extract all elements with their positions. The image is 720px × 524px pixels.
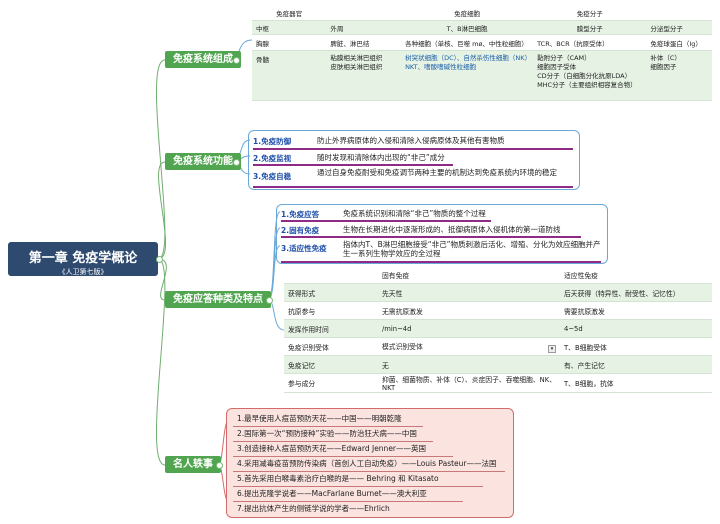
compare-row-innate: /min~4d [378, 319, 560, 338]
row-marrow-secreted: 补体（C） 细胞因子 [646, 50, 712, 101]
function-underline-1 [253, 148, 573, 150]
header-blank [326, 6, 402, 21]
people-divider [233, 486, 483, 487]
function-underline-2 [253, 164, 453, 166]
function-value-homeostasis: 通过自身免疫耐受和免疫调节两种主要的机制达到免疫系统内环境的稳定 [317, 168, 557, 177]
marrow-membrane-b: 细胞因子受体 [537, 63, 577, 71]
marrow-membrane-c: CD分子（白细胞分化抗原LDA） [537, 72, 632, 80]
response-key-adaptive[interactable]: 3.适应性免疫 [281, 244, 327, 253]
people-item-2[interactable]: 2.国际第一次“预防接种”实验——防治狂犬病——中国 [237, 429, 417, 438]
compare-row-label: 发挥作用时间 [284, 319, 378, 338]
response-box: 1.免疫应答 免疫系统识别和清除“非己”物质的整个过程 2.固有免疫 生物在长期… [276, 204, 608, 264]
compare-row-label: 抗原参与 [284, 301, 378, 320]
people-item-1[interactable]: 1.最早使用人痘苗预防天花——中国——明朝乾隆 [237, 414, 402, 423]
people-item-4[interactable]: 4.采用减毒疫苗预防传染病（首创人工自动免疫）——Louis Pasteur——… [237, 459, 497, 468]
compare-row-adaptive: 4~5d [560, 319, 712, 338]
row-marrow-label: 骨髓 [252, 50, 327, 101]
dropdown-arrow-icon[interactable]: ▾ [548, 344, 556, 353]
compare-row-adaptive: T、B细胞，抗体 [560, 373, 712, 393]
people-item-5[interactable]: 5.首先采用白喉毒素治疗白喉的是—— Behring 和 Kitasato [237, 474, 439, 483]
sub-membrane: 膜型分子 [533, 20, 647, 35]
people-item-7[interactable]: 7.提出抗体产生的侧链学说的学者——Ehrlich [237, 504, 390, 513]
row-thymus-label: 胸腺 [252, 34, 327, 51]
response-key-innate[interactable]: 2.固有免疫 [281, 226, 320, 235]
function-key-homeostasis[interactable]: 3.免疫自稳 [253, 172, 292, 181]
response-value-innate: 生物在长期进化中逐渐形成的、抵御病原体入侵机体的第一道防线 [343, 225, 561, 234]
compare-header-adaptive: 适应性免疫 [560, 266, 712, 284]
root-collapse-dot[interactable] [156, 256, 163, 263]
row-marrow-cells: 树突状细胞（DC）、自然杀伤性细胞（NK） NKT、嗜酸嗜碱性粒细胞 [401, 50, 534, 101]
function-box: 1.免疫防御 防止外界病原体的入侵和清除入侵病原体及其他有害物质 2.免疫监视 … [248, 130, 580, 190]
branch-function[interactable]: 免疫系统功能 [165, 153, 241, 170]
compare-row-adaptive: 需要抗原激发 [560, 301, 712, 320]
header-blank2 [646, 6, 712, 21]
sub-secreted: 分泌型分子 [646, 20, 712, 35]
header-molecules: 免疫分子 [533, 6, 647, 21]
response-value-immune: 免疫系统识别和清除“非己”物质的整个过程 [343, 209, 486, 218]
function-key-surveillance[interactable]: 2.免疫监视 [253, 154, 292, 163]
compare-header-blank [284, 266, 378, 284]
response-key-immune[interactable]: 1.免疫应答 [281, 210, 320, 219]
composition-collapse-dot[interactable] [233, 57, 240, 64]
compare-table: 固有免疫 适应性免疫 获得形式 先天性 后天获得（特异性、耐受性、记忆性） 抗原… [284, 266, 712, 393]
people-divider [233, 456, 453, 457]
compare-row-innate: 模式识别受体 [382, 342, 423, 351]
row-marrow-organ: 粘膜相关淋巴组织 皮肤相关淋巴组织 [326, 50, 402, 101]
compare-row-innate: 无 [378, 355, 560, 374]
compare-row-label: 获得形式 [284, 283, 378, 302]
root-subtitle: 《人卫第七版》 [58, 268, 108, 276]
compare-row-adaptive: T、B细胞受体 [560, 337, 712, 356]
compare-row-innate: 先天性 [378, 283, 560, 302]
compare-row-innate: 无需抗原激发 [378, 301, 560, 320]
people-divider [233, 426, 423, 427]
compare-row-label: 免疫记忆 [284, 355, 378, 374]
people-item-3[interactable]: 3.创造接种人痘苗预防天花——Edward Jenner——英国 [237, 444, 427, 453]
compare-row-adaptive: 有、产生记忆 [560, 355, 712, 374]
branch-response[interactable]: 免疫应答种类及特点 [165, 291, 271, 308]
response-underline-2 [281, 236, 581, 238]
people-item-6[interactable]: 6.提出克隆学说者——MacFarlane Burnet——澳大利亚 [237, 489, 427, 498]
people-collapse-dot[interactable] [216, 462, 223, 469]
people-divider [233, 501, 463, 502]
row-thymus-cells: 各种细胞（单核、巨噬 mø、中性粒细胞） [401, 34, 534, 51]
people-divider [233, 471, 505, 472]
marrow-membrane-d: MHC分子（主要组织相容复合物） [537, 81, 637, 89]
people-box: 1.最早使用人痘苗预防天花——中国——明朝乾隆 2.国际第一次“预防接种”实验—… [226, 408, 514, 518]
response-value-adaptive: 指体内T、B淋巴细胞接受“非己”物质刺激后活化、增殖、分化为效应细胞并产生一系列… [343, 240, 601, 258]
root-title: 第一章 免疫学概论 [28, 251, 138, 266]
function-underline-3 [253, 186, 573, 188]
compare-row-adaptive: 后天获得（特异性、耐受性、记忆性） [560, 283, 712, 302]
root-node[interactable]: 第一章 免疫学概论 《人卫第七版》 [8, 242, 158, 276]
sub-peripheral: 外周 [326, 20, 402, 35]
function-value-surveillance: 随时发现和清除体内出现的“非己”成分 [317, 153, 445, 162]
compare-row-innate-cell: 模式识别受体 ▾ [378, 337, 560, 356]
marrow-secreted-a: 补体（C） [650, 54, 681, 62]
response-underline-1 [281, 220, 491, 222]
header-cells: 免疫细胞 [401, 6, 534, 21]
compare-row-innate: 抑菌、细菌物质、补体（C）、炎症因子、吞噬细胞、NK、NKT [378, 373, 560, 393]
branch-composition[interactable]: 免疫系统组成 [165, 51, 241, 68]
row-thymus-organ: 脾脏、淋巴结 [326, 34, 402, 51]
row-thymus-membrane: TCR、BCR（抗原受体） [533, 34, 647, 51]
marrow-cells-a: 树突状细胞（DC）、自然杀伤性细胞（NK） [405, 54, 531, 62]
marrow-membrane-a: 黏附分子（CAM） [537, 54, 591, 62]
compare-row-label: 免疫识别受体 [284, 337, 378, 356]
people-divider [233, 441, 433, 442]
compare-row-label: 参与成分 [284, 373, 378, 393]
row-marrow-membrane: 黏附分子（CAM） 细胞因子受体 CD分子（白细胞分化抗原LDA） MHC分子（… [533, 50, 647, 101]
function-value-defense: 防止外界病原体的入侵和清除入侵病原体及其他有害物质 [317, 136, 505, 145]
row-thymus-secreted: 免疫球蛋白（Ig） [646, 34, 712, 51]
function-collapse-dot[interactable] [233, 159, 240, 166]
compare-header-innate: 固有免疫 [378, 266, 560, 284]
sub-lymphocytes: T、B淋巴细胞 [401, 20, 534, 35]
response-underline-3 [281, 261, 601, 263]
sub-central: 中枢 [252, 20, 327, 35]
function-key-defense[interactable]: 1.免疫防御 [253, 137, 292, 146]
response-collapse-dot[interactable] [266, 297, 273, 304]
header-organ: 免疫器官 [252, 6, 327, 21]
marrow-cells-b: NKT、嗜酸嗜碱性粒细胞 [405, 63, 477, 71]
composition-table: 免疫器官 免疫细胞 免疫分子 中枢 外周 T、B淋巴细胞 膜型分子 分泌型分子 … [252, 6, 712, 101]
branch-people[interactable]: 名人轶事 [165, 456, 221, 473]
marrow-secreted-b: 细胞因子 [650, 63, 677, 71]
